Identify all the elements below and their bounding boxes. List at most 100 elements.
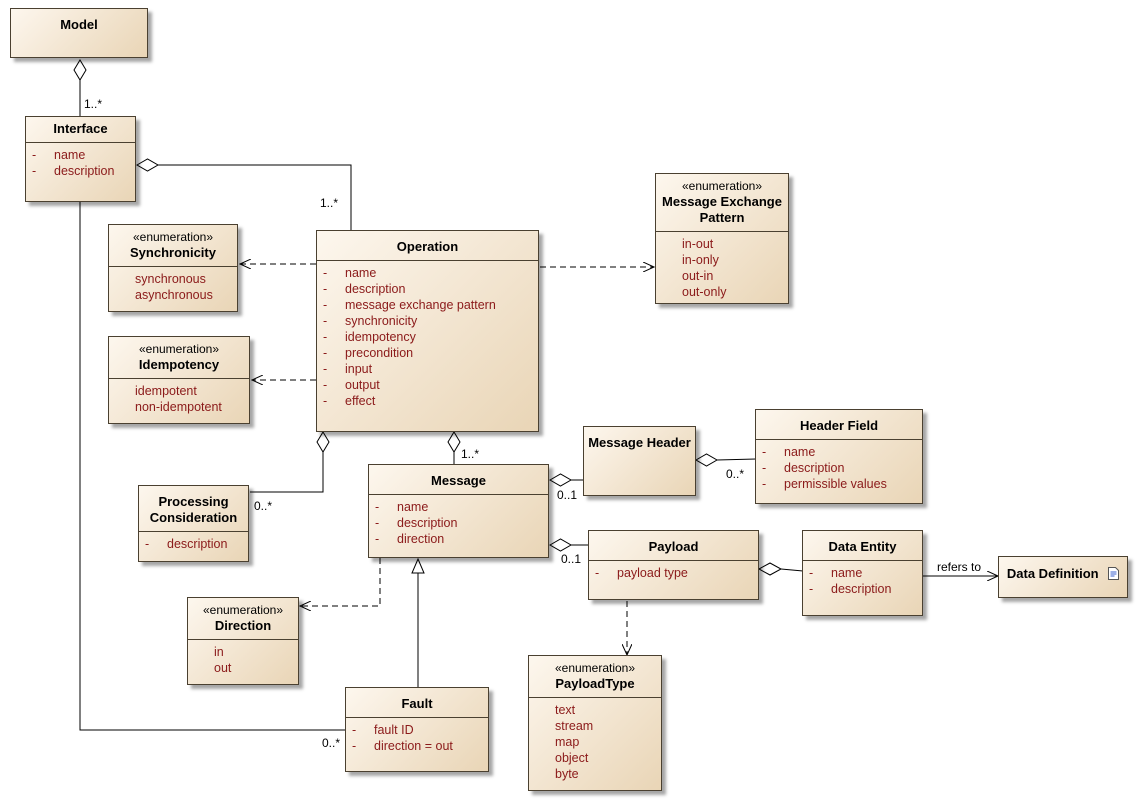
op-message-diamond [447,431,461,453]
op-processing-link [250,452,324,493]
class-data-entity[interactable]: Data Entity -name -description [802,530,923,616]
class-name: Data Entity [828,539,897,554]
attribute: input [345,362,373,376]
stereotype: «enumeration» [554,661,636,675]
attribute: payload type [617,566,688,580]
class-payload[interactable]: Payload -payload type [588,530,759,600]
class-model[interactable]: Model [10,8,148,58]
literal-compartment: in out [188,639,298,682]
enum-message-exchange-pattern[interactable]: «enumeration» Message Exchange Pattern i… [655,173,789,304]
class-message-header[interactable]: Message Header [583,426,696,496]
attribute: effect [345,394,376,408]
attribute: output [345,378,380,392]
multiplicity-header-field: 0..* [726,467,745,481]
attribute-compartment: -description [139,531,248,558]
interface-diamond [135,158,160,172]
literal-compartment: idempotent non-idempotent [109,378,249,421]
class-name: Message Exchange [662,194,782,209]
enum-literal: in-only [682,253,719,267]
class-header-field[interactable]: Header Field -name -description -permiss… [755,409,923,504]
class-name: Idempotency [138,357,220,372]
attribute: direction [397,532,445,546]
class-name: Direction [214,618,272,633]
class-name: Processing [158,494,229,509]
class-name-line2: Pattern [699,210,745,225]
document-icon [1108,567,1120,580]
attribute: description [167,537,228,551]
enum-literal: object [555,751,589,765]
attribute-compartment: -name -description -permissible values [756,439,922,498]
literal-compartment: in-out in-only out-in out-only [656,231,788,306]
message-direction-dependency [300,558,381,606]
enum-literal: synchronous [135,272,206,286]
attribute-compartment: -payload type [589,560,758,587]
enum-literal: byte [555,767,579,781]
attribute: description [831,582,892,596]
attribute: description [784,461,845,475]
class-fault[interactable]: Fault -fault ID -direction = out [345,687,489,772]
attribute: message exchange pattern [345,298,496,312]
header-field-diamond [694,453,719,467]
multiplicity-operation-message: 1..* [461,447,480,461]
enum-literal: in [214,645,224,659]
interface-operation-link [158,164,352,230]
class-data-definition[interactable]: Data Definition [998,556,1128,598]
attribute: name [345,266,377,280]
multiplicity-operation-processing: 0..* [254,499,273,513]
class-message[interactable]: Message -name -description -direction [368,464,549,558]
enum-direction[interactable]: «enumeration» Direction in out [187,597,299,685]
attribute: name [397,500,429,514]
attribute-compartment: -name -description -direction [369,494,548,553]
literal-compartment: text stream map object byte [529,697,661,788]
class-processing-consideration[interactable]: Processing Consideration -description [138,485,249,562]
class-name: Payload [648,539,699,554]
enum-literal: text [555,703,576,717]
attribute-compartment: -name -description -message exchange pat… [317,260,538,415]
attribute: description [345,282,406,296]
multiplicity-message-header: 0..1 [557,488,578,502]
enum-literal: map [555,735,580,749]
multiplicity-interface-operation: 1..* [320,196,339,210]
attribute: fault ID [374,723,414,737]
enum-payload-type[interactable]: «enumeration» PayloadType text stream ma… [528,655,662,791]
header-field-link [716,458,757,461]
class-name: Header Field [799,418,879,433]
generalization-triangle [411,557,425,574]
attribute-compartment: -name -description [803,560,922,603]
class-name: Message [431,473,486,488]
enum-literal: out [214,661,232,675]
attribute: direction = out [374,739,453,753]
class-name: PayloadType [555,676,635,691]
class-operation[interactable]: Operation -name -description -message ex… [316,230,539,432]
interface-fault-link [79,202,346,731]
enum-idempotency[interactable]: «enumeration» Idempotency idempotent non… [108,336,250,424]
op-processing-diamond [316,431,330,453]
class-interface[interactable]: Interface -name -description [25,116,136,202]
attribute: name [54,148,86,162]
class-name: Data Definition [1006,566,1099,581]
stereotype: «enumeration» [202,603,284,617]
attribute-compartment: -name -description [26,142,135,185]
enum-literal: asynchronous [135,288,213,302]
multiplicity-message-payload: 0..1 [561,552,582,566]
stereotype: «enumeration» [681,179,763,193]
attribute: name [831,566,863,580]
stereotype: «enumeration» [132,230,214,244]
class-name: Interface [53,121,108,136]
class-name: Message Header [588,435,691,450]
payload-entity-diamond [757,562,783,576]
class-name: Fault [401,696,433,711]
attribute: synchronicity [345,314,418,328]
enum-literal: out-only [682,285,727,299]
multiplicity-model-interface: 1..* [84,97,103,111]
enum-literal: non-idempotent [135,400,222,414]
class-name: Synchronicity [130,245,216,260]
enum-literal: stream [555,719,594,733]
attribute: permissible values [784,477,887,491]
class-name-line2: Consideration [149,510,238,525]
enum-synchronicity[interactable]: «enumeration» Synchronicity synchronous … [108,224,238,312]
attribute-compartment: -fault ID -direction = out [346,717,488,760]
message-header-diamond [548,473,573,487]
message-payload-diamond [548,538,573,552]
